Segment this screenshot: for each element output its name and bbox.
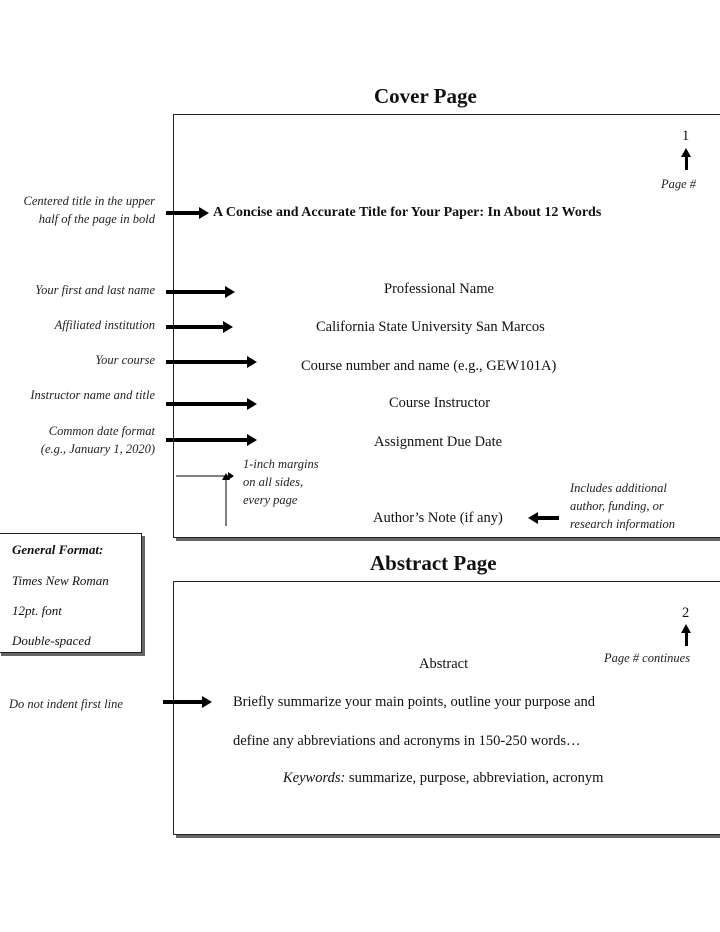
instructor-note: Instructor name and title [30, 388, 155, 402]
abstract-label: Abstract [419, 656, 469, 672]
institution-note: Affiliated institution [54, 318, 155, 332]
date-note-line1: Common date format [48, 424, 155, 438]
cover-page-number: 1 [682, 128, 690, 144]
course-instructor: Course Instructor [389, 395, 491, 411]
page-number-arrow-icon [681, 148, 691, 170]
title-note-line2: half of the page in bold [38, 212, 155, 226]
margin-arrows-icon [176, 472, 234, 526]
name-note: Your first and last name [35, 283, 155, 297]
margins-note-line3: every page [243, 493, 298, 507]
indent-arrow-icon [163, 696, 212, 708]
institution-arrow-icon [166, 321, 233, 333]
authors-note-info-line3: research information [570, 517, 675, 531]
course-note: Your course [95, 353, 155, 367]
cover-page-box [173, 114, 720, 538]
indent-note: Do not indent first line [9, 697, 123, 711]
course: Course number and name (e.g., GEW101A) [301, 358, 557, 374]
abstract-page-heading: Abstract Page [370, 551, 497, 575]
cover-title-line: A Concise and Accurate Title for Your Pa… [213, 205, 602, 220]
authors-note-info-line1: Includes additional [570, 481, 667, 495]
abstract-body-line2: define any abbreviations and acronyms in… [233, 733, 581, 749]
abstract-page-number: 2 [682, 605, 690, 621]
abstract-page-number-arrow-icon [681, 624, 691, 646]
title-note-line1: Centered title in the upper [23, 194, 155, 208]
general-format-spacing: Double-spaced [12, 633, 91, 648]
general-format-heading: General Format: [12, 542, 104, 557]
authors-note-arrow-icon [528, 512, 559, 524]
name-arrow-icon [166, 286, 235, 298]
professional-name: Professional Name [384, 281, 494, 297]
course-arrow-icon [166, 356, 257, 368]
margins-note-line1: 1-inch margins [243, 457, 319, 471]
keywords-line: Keywords: summarize, purpose, abbreviati… [283, 770, 603, 787]
cover-page-heading: Cover Page [374, 84, 477, 108]
general-format-box: General Format: Times New Roman 12pt. fo… [0, 533, 142, 653]
title-arrow-icon [166, 207, 209, 219]
general-format-size: 12pt. font [12, 603, 62, 618]
authors-note-info-line2: author, funding, or [570, 499, 664, 513]
margins-note-line2: on all sides, [243, 475, 304, 489]
institution: California State University San Marcos [316, 319, 545, 335]
keywords-label: Keywords: [283, 770, 346, 786]
abstract-page-box [173, 581, 720, 835]
assignment-due-date: Assignment Due Date [374, 434, 503, 450]
abstract-body-line1: Briefly summarize your main points, outl… [233, 694, 596, 710]
instructor-arrow-icon [166, 398, 257, 410]
authors-note: Author’s Note (if any) [373, 510, 503, 526]
general-format-font: Times New Roman [12, 573, 109, 588]
page-number-label: Page # [661, 177, 697, 191]
date-arrow-icon [166, 434, 257, 446]
keywords-text: summarize, purpose, abbreviation, acrony… [345, 770, 604, 786]
date-note-line2: (e.g., January 1, 2020) [40, 442, 155, 456]
abstract-page-number-label: Page # continues [604, 651, 691, 665]
